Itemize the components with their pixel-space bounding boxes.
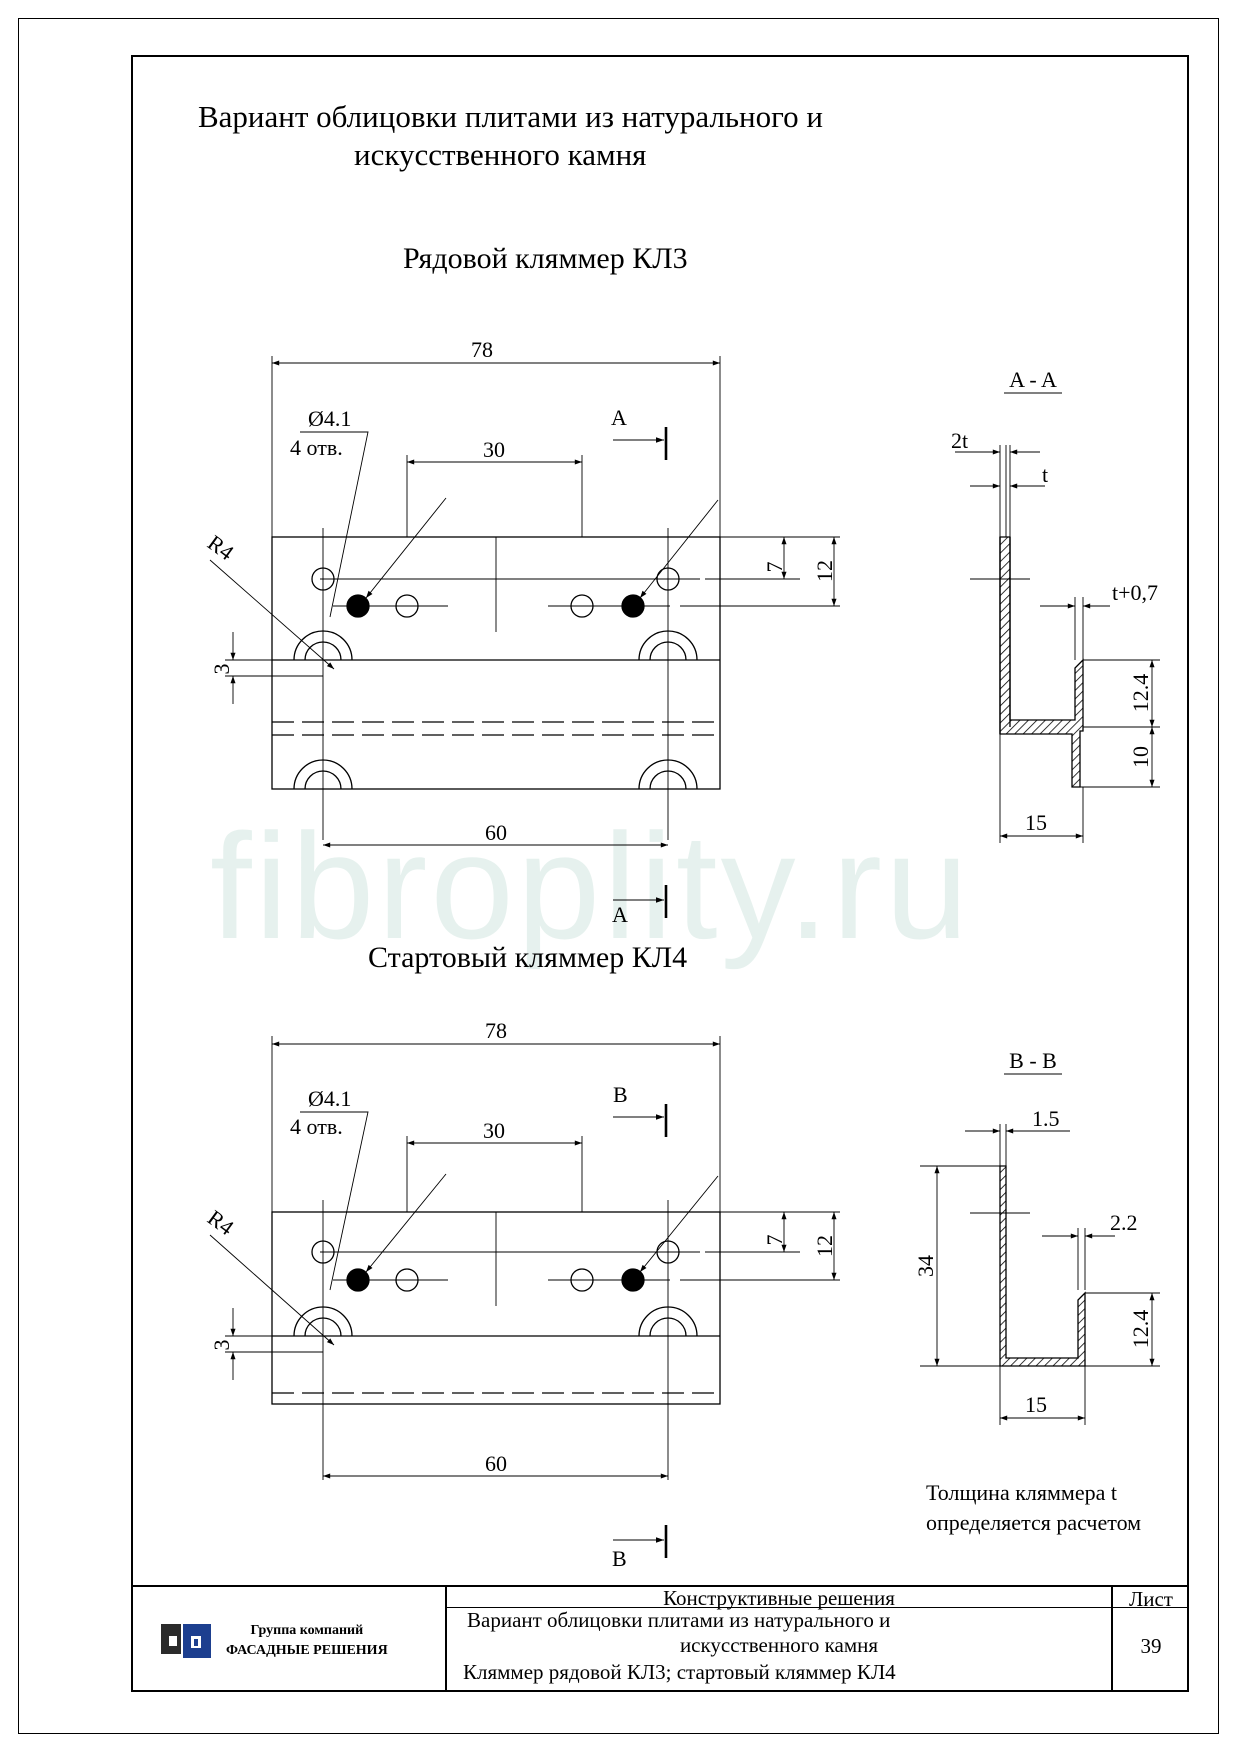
company-cell: Группа компаний ФАСАДНЫЕ РЕШЕНИЯ [131,1585,447,1692]
kl3-radius: R4 [203,530,238,565]
kl4-dim-78: 78 [485,1018,507,1043]
kl3-dim-78: 78 [471,337,493,362]
kl4-radius: R4 [203,1205,238,1240]
kl4-hole-count: 4 отв. [290,1114,343,1139]
watermark: fibroplity.ru [210,802,972,970]
kl3-plan-view [209,356,840,918]
kl3-section-a-a [955,392,1160,843]
sheet-number-cell: 39 [1111,1608,1189,1692]
kl3-relief [638,630,698,661]
sheet-number: 39 [1140,1634,1162,1658]
a-dim-10: 10 [1128,746,1153,768]
dim-1-5: 1.5 [1032,1106,1060,1131]
kl4-plan-labels: 78 30 60 Ø4.1 4 отв. R4 7 12 3 B B [203,1018,837,1571]
kl4-hole-diameter: Ø4.1 [308,1086,351,1111]
kl3-dim-7: 7 [762,562,787,573]
a-dim-15: 15 [1025,810,1047,835]
kl3-plan-labels: 78 30 60 Ø4.1 4 отв. R4 7 12 3 A A [203,337,837,927]
company-line1: Группа компаний [250,1623,364,1638]
kl3-section-mark-bottom: A [612,902,628,927]
title-block: Группа компаний ФАСАДНЫЕ РЕШЕНИЯ Констру… [131,1585,1189,1692]
b-dim-15: 15 [1025,1392,1047,1417]
kl4-dim-12: 12 [812,1235,837,1257]
category-cell: Конструктивные решения [447,1585,1111,1610]
kl4-hole [395,1268,419,1292]
kl3-hole [311,567,335,591]
kl4-section-mark-top: B [613,1082,628,1107]
kl4-hole [656,1240,680,1264]
kl4-dim-30: 30 [483,1118,505,1143]
drawing-frame [131,55,1189,1692]
kl3-hole [570,594,594,618]
kl3-rivet [621,594,645,618]
dim-2t: 2t [951,428,968,453]
section-title-kl3: Рядовой кляммер КЛ3 [403,242,688,275]
kl4-section-labels: B - B 1.5 2.2 34 12.4 15 [913,1048,1153,1417]
dim-t: t [1042,462,1048,487]
kl4-relief [638,1306,698,1337]
sheet-label: Лист [1129,1587,1173,1611]
section-title-kl4: Стартовый кляммер КЛ4 [368,941,688,974]
dim-t-plus-0-7: t+0,7 [1112,580,1158,605]
kl3-section-labels: A - A 2t t t+0,7 12.4 10 15 [951,367,1158,835]
desc-line3: Кляммер рядовой КЛ3; стартовый кляммер К… [463,1660,896,1684]
kl3-relief [293,759,353,790]
sheet-title-line2: искусственного камня [354,137,647,172]
a-dim-12-4: 12.4 [1128,674,1153,713]
kl3-relief [638,759,698,790]
b-dim-12-4: 12.4 [1128,1310,1153,1349]
kl3-dim-3: 3 [209,664,234,675]
thickness-note: Толщина кляммера t определяется расчетом [926,1478,1141,1538]
desc-line2: искусственного камня [679,1633,879,1657]
kl3-hole [656,567,680,591]
kl3-rivet [346,594,370,618]
company-line2: ФАСАДНЫЕ РЕШЕНИЯ [226,1643,388,1658]
kl4-relief [293,1306,353,1337]
description-cell: Вариант облицовки плитами из натуральног… [447,1608,1111,1692]
kl3-dim-12: 12 [812,560,837,582]
sheet-label-cell: Лист [1111,1585,1189,1611]
kl4-section-b-b [920,1073,1160,1425]
kl4-hole [311,1240,335,1264]
kl4-hole [570,1268,594,1292]
company-name: Группа компаний ФАСАДНЫЕ РЕШЕНИЯ [226,1621,388,1661]
note-line1: Толщина кляммера t [926,1480,1117,1505]
kl3-dim-30: 30 [483,437,505,462]
section-a-a-title: A - A [1009,367,1057,392]
kl3-section-mark-top: A [611,405,627,430]
outer-border [18,18,1219,1734]
section-b-b-title: B - B [1009,1048,1057,1073]
sheet-title-line1: Вариант облицовки плитами из натуральног… [198,99,823,134]
b-dim-34: 34 [913,1255,938,1277]
kl4-plan-view [209,1036,840,1558]
kl4-section-mark-bottom: B [612,1546,627,1571]
kl4-rivet [621,1268,645,1292]
category-text: Конструктивные решения [663,1586,895,1610]
kl3-hole-count: 4 отв. [290,435,343,460]
kl4-dim-7: 7 [762,1235,787,1246]
kl3-hole-diameter: Ø4.1 [308,406,351,431]
desc-line1: Вариант облицовки плитами из натуральног… [467,1608,891,1632]
sheet-title: Вариант облицовки плитами из натуральног… [198,98,898,174]
note-line2: определяется расчетом [926,1510,1142,1535]
kl3-relief [293,630,353,661]
company-logo-icon [161,1624,211,1658]
kl4-dim-60: 60 [485,1451,507,1476]
kl4-dim-3: 3 [209,1340,234,1351]
dim-2-2: 2.2 [1110,1210,1138,1235]
kl3-dim-60: 60 [485,820,507,845]
kl3-hole [395,594,419,618]
kl4-rivet [346,1268,370,1292]
